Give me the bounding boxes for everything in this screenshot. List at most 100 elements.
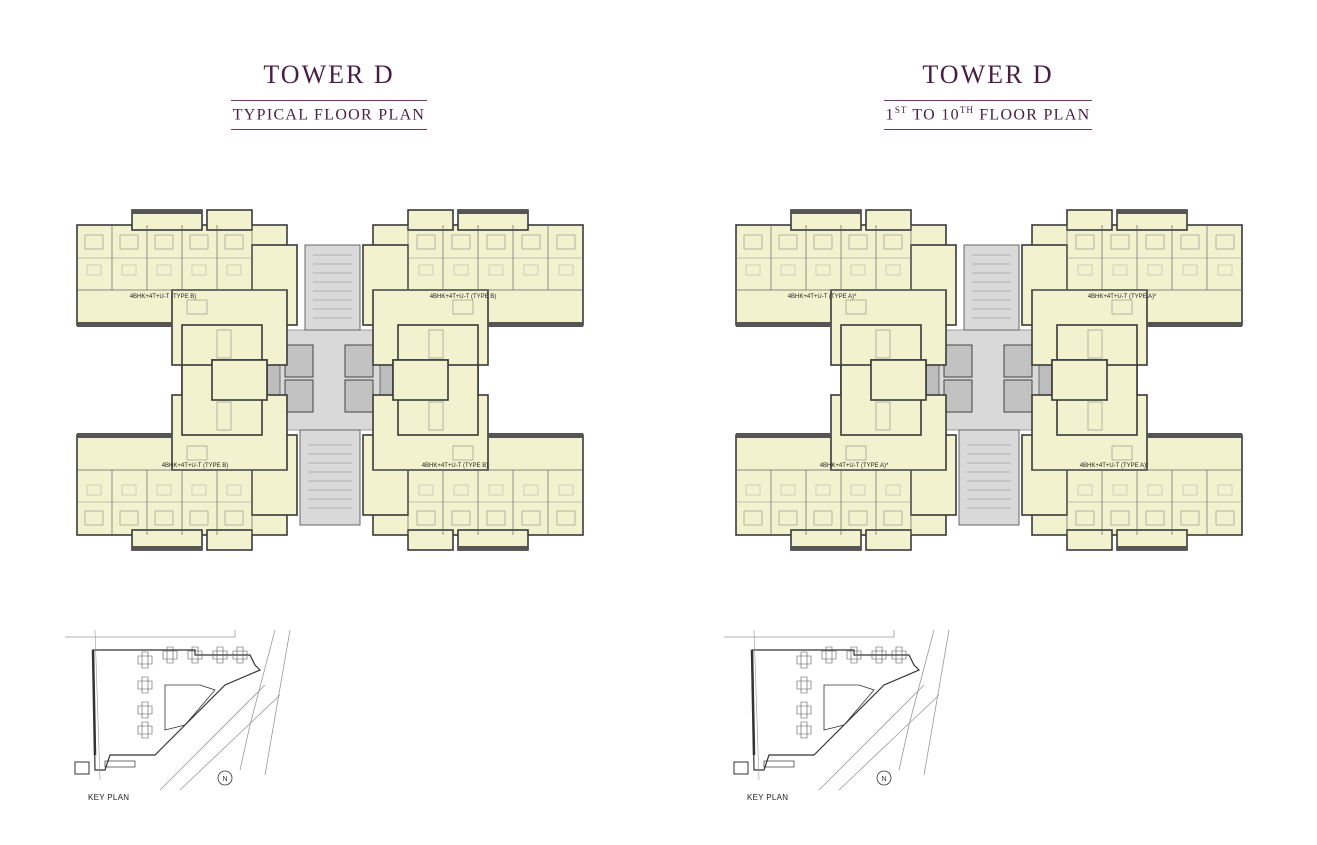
furniture-icon (191, 484, 207, 496)
furniture-icon (121, 264, 137, 276)
staircase-top (963, 244, 1020, 331)
unit-label-bottom-right: 4BHK+4T+U-T (TYPE B) (422, 463, 489, 469)
balcony-edge (1117, 546, 1187, 550)
bed-icon (1075, 234, 1095, 250)
bed-icon (848, 234, 868, 250)
bed-icon (743, 234, 763, 250)
bed-icon (189, 510, 209, 526)
dining-table-icon (1087, 329, 1103, 359)
dining-table-icon (428, 329, 444, 359)
bed-icon (1215, 510, 1235, 526)
site-boundary (92, 649, 262, 771)
bed-icon (1110, 234, 1130, 250)
road-edge (264, 629, 291, 776)
floor-plan-drawing: 4BHK+4T+U-T (TYPE B) 4BHK+4T+U-T (TYPE B… (76, 209, 584, 551)
dining-table-icon (216, 329, 232, 359)
gate-block (733, 761, 749, 775)
guard-house (763, 760, 795, 768)
furniture-icon (885, 264, 901, 276)
furniture-icon (1182, 264, 1198, 276)
bed-icon (119, 234, 139, 250)
furniture-icon (156, 484, 172, 496)
bed-icon (1180, 510, 1200, 526)
road-edge (159, 684, 266, 791)
balcony-edge (1147, 322, 1242, 327)
balcony-edge (791, 210, 861, 214)
tower-footprint-icon (162, 646, 178, 664)
road-edge (838, 694, 940, 791)
unit-label-bottom-right: 4BHK+4T+U-T (TYPE A)* (1080, 463, 1149, 469)
lift-shaft (943, 344, 973, 378)
furniture-icon (815, 264, 831, 276)
bed-icon (119, 510, 139, 526)
tower-title: TOWER D (922, 60, 1054, 89)
furniture-icon (850, 484, 866, 496)
bed-icon (778, 510, 798, 526)
site-wall (91, 649, 97, 756)
furniture-icon (745, 264, 761, 276)
north-arrow-icon (876, 770, 892, 786)
furniture-icon (1147, 484, 1163, 496)
key-plan-label: KEY PLAN (747, 793, 789, 802)
lift-shaft (344, 379, 374, 413)
bed-icon (813, 510, 833, 526)
furniture-icon (1112, 264, 1128, 276)
furniture-icon (745, 484, 761, 496)
furniture-icon (1182, 484, 1198, 496)
tower-footprint-icon (891, 646, 907, 664)
bed-icon (521, 510, 541, 526)
road-edge (94, 629, 101, 781)
bed-icon (416, 234, 436, 250)
furniture-icon (226, 484, 242, 496)
right-floor-plan-panel: TOWER D 1ST TO 10TH FLOOR PLAN 4BHK+4T+U… (659, 0, 1317, 845)
lift-shaft (1003, 379, 1033, 413)
unit-block (865, 209, 912, 231)
balcony-edge (736, 433, 831, 438)
clubhouse-outline (823, 684, 875, 731)
furniture-icon (191, 264, 207, 276)
furniture-icon (418, 264, 434, 276)
unit-wing-bottom-left (735, 359, 957, 551)
bed-icon (486, 234, 506, 250)
key-plan-drawing: N (65, 629, 291, 791)
furniture-icon (453, 484, 469, 496)
north-arrow-icon (217, 770, 233, 786)
unit-label-top-right: 4BHK+4T+U-T (TYPE A)* (1088, 294, 1157, 300)
tower-footprint-icon (232, 646, 248, 664)
sofa-icon (186, 445, 208, 461)
bed-icon (813, 234, 833, 250)
tower-footprint-icon (796, 676, 812, 694)
bed-icon (883, 234, 903, 250)
balcony-edge (77, 322, 172, 327)
road-edge (923, 629, 950, 776)
gate-block (74, 761, 90, 775)
unit-block (206, 209, 253, 231)
unit-block (865, 529, 912, 551)
furniture-icon (1217, 264, 1233, 276)
furniture-icon (523, 484, 539, 496)
road-edge (818, 684, 925, 791)
furniture-icon (1077, 264, 1093, 276)
bed-icon (556, 234, 576, 250)
floor-plan-drawing: 4BHK+4T+U-T (TYPE A)* 4BHK+4T+U-T (TYPE … (735, 209, 1243, 551)
plan-subtitle: TYPICAL FLOOR PLAN (230, 100, 428, 131)
sofa-icon (452, 299, 474, 315)
sofa-icon (186, 299, 208, 315)
furniture-icon (1077, 484, 1093, 496)
site-boundary (751, 649, 921, 771)
bed-icon (1180, 234, 1200, 250)
furniture-icon (815, 484, 831, 496)
furniture-icon (453, 264, 469, 276)
furniture-icon (523, 264, 539, 276)
bed-icon (154, 234, 174, 250)
tower-footprint-icon (796, 701, 812, 719)
lift-shaft (943, 379, 973, 413)
staircase-bottom (958, 429, 1020, 526)
furniture-icon (488, 264, 504, 276)
tower-footprint-icon (846, 646, 862, 664)
dining-table-icon (216, 401, 232, 431)
unit-block (1066, 529, 1113, 551)
bed-icon (189, 234, 209, 250)
unit-block (392, 359, 449, 401)
sofa-icon (452, 445, 474, 461)
